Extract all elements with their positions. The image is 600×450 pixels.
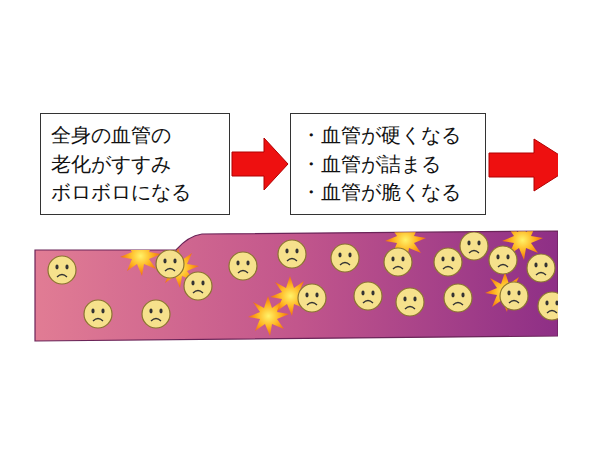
box-text: 全身の血管の 老化がすすみ ボロボロになる — [51, 121, 219, 206]
cell-face — [434, 248, 462, 276]
cell-face — [354, 282, 382, 310]
cell-face — [489, 246, 517, 274]
cell-face — [278, 240, 306, 268]
cell-face — [538, 292, 558, 320]
box-text: ・血管が硬くなる — [301, 121, 475, 149]
blood-vessel — [35, 231, 558, 341]
cell-face — [84, 300, 112, 328]
cell-face — [527, 254, 555, 282]
cell-face — [298, 284, 326, 312]
text-box: 全身の血管の 老化がすすみ ボロボロになる — [40, 113, 230, 215]
cell-face — [184, 272, 212, 300]
cell-face — [142, 300, 170, 328]
cell-face — [500, 282, 528, 310]
cell-face — [48, 256, 76, 284]
block-arrow — [232, 138, 288, 190]
cell-face — [460, 232, 488, 260]
cell-face — [396, 288, 424, 316]
cell-face — [331, 244, 359, 272]
cell-face — [156, 250, 184, 278]
box-text: ・血管が詰まる — [301, 150, 475, 178]
outgoing-arrow — [489, 139, 558, 191]
cell-face — [384, 248, 412, 276]
vessel-contents — [48, 220, 558, 336]
box-text: ・血管が脆くなる — [301, 178, 475, 206]
cell-face — [444, 284, 472, 312]
damage-burst — [120, 236, 161, 276]
cell-face — [229, 252, 257, 280]
text-box: ・血管が硬くなる・血管が詰まる・血管が脆くなる — [290, 113, 486, 215]
